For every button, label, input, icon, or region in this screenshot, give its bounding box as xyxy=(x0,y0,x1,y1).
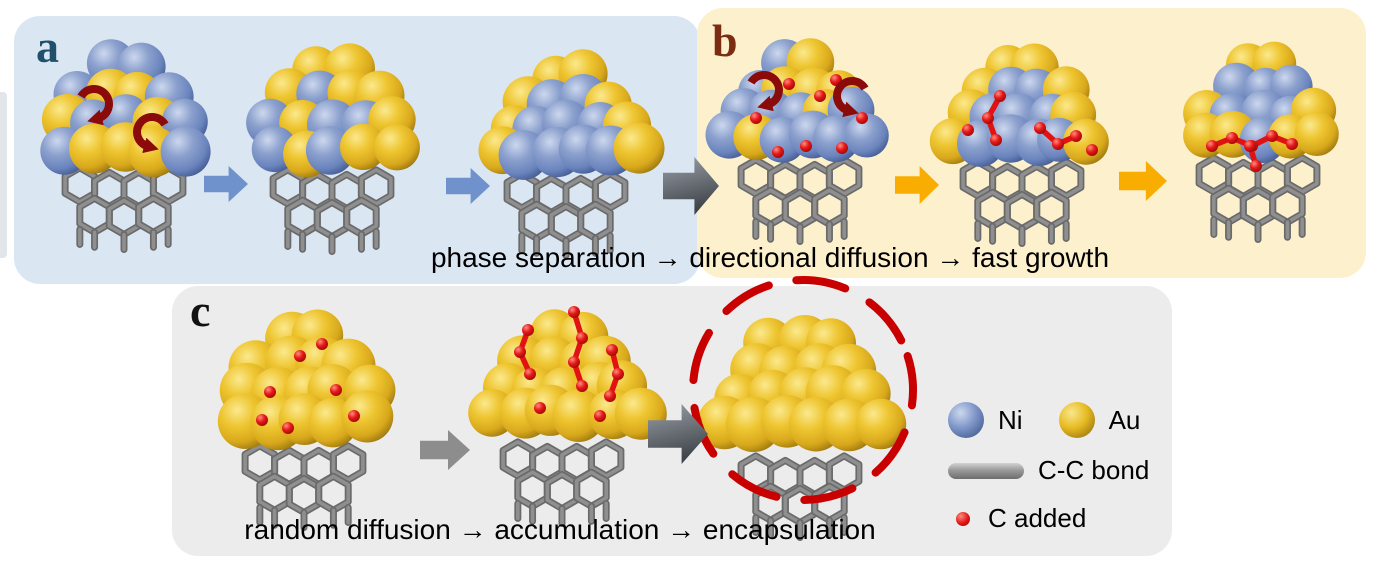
snapshot-c1 xyxy=(217,309,396,531)
added-carbon-atom xyxy=(814,90,826,102)
added-carbon-chain xyxy=(982,90,1006,146)
nanoparticle-cluster xyxy=(217,309,396,451)
added-carbon-atom xyxy=(316,338,328,350)
nanoparticle-cluster xyxy=(478,49,665,180)
nanoparticle-cluster xyxy=(468,309,667,442)
added-carbon-atom xyxy=(534,402,546,414)
nanoparticle-cluster xyxy=(40,39,211,178)
snapshot-b2 xyxy=(929,43,1109,247)
added-carbon-atom xyxy=(750,112,762,124)
legend-label-au: Au xyxy=(1108,404,1141,435)
carbon-nanotube xyxy=(241,442,367,531)
carbon-nanotube xyxy=(737,156,863,245)
carbon-nanotube xyxy=(959,158,1085,247)
added-carbon-atom xyxy=(282,422,294,434)
added-carbon-atom xyxy=(348,410,360,422)
added-carbon-atom xyxy=(330,384,342,396)
added-carbon-atom xyxy=(962,124,974,136)
snapshot-a3 xyxy=(478,49,665,259)
flow-arrow-icon xyxy=(204,166,248,202)
legend-row-c-added: C added xyxy=(948,503,1149,534)
added-carbon-atom xyxy=(856,112,868,124)
rotation-arrow-icon xyxy=(77,85,113,126)
carbon-nanotube xyxy=(499,438,625,527)
rotation-arrow-icon xyxy=(747,71,783,112)
added-carbon-atom xyxy=(772,146,784,158)
carbon-nanotube xyxy=(737,452,863,541)
nanoparticle-cluster xyxy=(246,43,420,178)
carbon-nanotube xyxy=(1195,154,1321,243)
rotation-arrow-icon xyxy=(833,77,869,118)
snapshot-c2 xyxy=(468,306,667,527)
caption-phase-separation: phase separation → directional diffusion… xyxy=(430,242,1110,273)
nanoparticle-cluster xyxy=(929,43,1109,167)
added-carbon-atom xyxy=(264,386,276,398)
flow-arrow-icon xyxy=(663,157,719,215)
page-edge-artifact xyxy=(0,92,7,258)
added-carbon-chain xyxy=(514,324,536,380)
added-carbon-chain xyxy=(1034,122,1082,150)
cc-bond-icon xyxy=(948,462,1024,479)
flow-arrow-icon xyxy=(648,404,708,464)
added-carbon-chain xyxy=(568,306,588,392)
legend-row-bond: C-C bond xyxy=(948,455,1149,486)
added-carbon-atom xyxy=(800,140,812,152)
panel-a-label: a xyxy=(36,21,59,72)
added-carbon-atom xyxy=(594,410,606,422)
snapshot-b3 xyxy=(1183,41,1339,243)
flow-arrow-icon xyxy=(895,166,939,204)
added-carbon-atom xyxy=(1086,144,1098,156)
snapshot-b1 xyxy=(705,38,889,245)
legend: Ni Au C-C bond C added xyxy=(948,402,1149,551)
au-atom-icon xyxy=(1058,402,1095,438)
flow-arrow-icon xyxy=(420,430,470,470)
legend-label-cc-bond: C-C bond xyxy=(1038,455,1150,485)
carbon-nanotube xyxy=(61,164,187,253)
added-carbon-atom xyxy=(256,414,268,426)
legend-label-c-added: C added xyxy=(988,503,1087,533)
carbon-nanotube xyxy=(269,166,395,255)
snapshot-c3 xyxy=(689,276,917,541)
snapshot-a1 xyxy=(40,39,211,253)
added-carbon-atom xyxy=(836,142,848,154)
panel-c-label: c xyxy=(190,285,211,336)
legend-label-ni: Ni xyxy=(998,404,1023,435)
caption-random-diffusion: random diffusion → accumulation → encaps… xyxy=(244,514,876,545)
added-carbon-chain xyxy=(604,344,624,402)
added-carbon-chain xyxy=(1244,140,1262,172)
ni-atom-icon xyxy=(948,402,984,438)
nanoparticle-cluster xyxy=(697,315,907,453)
c-added-icon xyxy=(956,511,970,526)
snapshot-a2 xyxy=(246,43,420,255)
flow-arrow-icon xyxy=(446,168,490,204)
legend-row-atoms: Ni Au xyxy=(948,402,1149,438)
flow-arrow-icon xyxy=(1119,161,1167,201)
rotation-arrow-icon xyxy=(133,113,169,154)
added-carbon-atom xyxy=(294,350,306,362)
panel-b-label: b xyxy=(712,15,738,66)
added-carbon-atom xyxy=(783,78,795,90)
